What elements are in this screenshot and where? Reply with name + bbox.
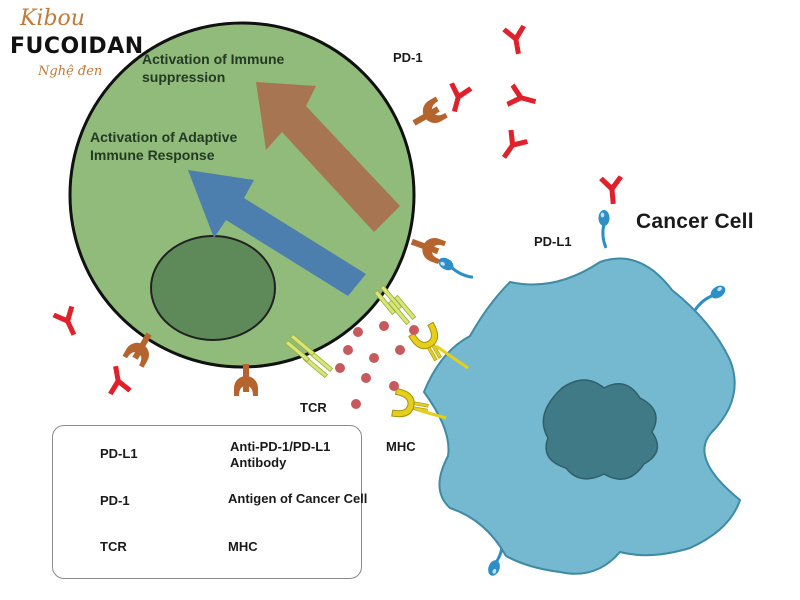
antibody: [442, 81, 474, 115]
pdl1-ligand: [688, 281, 730, 316]
antigen-dot: [369, 353, 379, 363]
antigen-dot: [379, 321, 389, 331]
antibody: [598, 175, 626, 205]
antibody: [51, 304, 85, 340]
antigens: [335, 321, 419, 409]
antigen-dot: [335, 363, 345, 373]
label-pdl1: PD-L1: [534, 234, 572, 249]
callout-immune-suppression: Activation of Immune suppression: [142, 51, 285, 85]
t-cell-nucleus: [150, 235, 276, 341]
antibody: [494, 127, 530, 165]
legend-label-antigen: Antigen of Cancer Cell: [228, 491, 368, 506]
legend-label-pd1: PD-1: [100, 493, 130, 508]
legend-label-mhc: MHC: [228, 539, 258, 554]
antibody: [505, 82, 539, 114]
pdl1-ligand: [434, 253, 477, 286]
label-cancer-cell: Cancer Cell: [636, 210, 754, 233]
arrow-adaptive-response: [188, 170, 366, 296]
label-pd1: PD-1: [393, 50, 423, 65]
logo-tagline: Nghệ đen: [38, 64, 103, 79]
callout-adaptive-response: Activation of Adaptive Immune Response: [90, 129, 238, 163]
pd1-receptor: [234, 364, 258, 396]
antigen-dot: [343, 345, 353, 355]
pd1-receptor: [408, 96, 448, 134]
antigen-dot: [395, 345, 405, 355]
label-tcr: TCR: [300, 400, 327, 415]
legend-label-antibody: Anti-PD-1/PD-L1 Antibody: [230, 439, 331, 470]
antigen-dot: [409, 325, 419, 335]
antigen-dot: [351, 399, 361, 409]
legend: [52, 425, 362, 579]
brand-logo: Kibou FUCOIDAN Nghệ đen: [6, 6, 156, 86]
label-mhc: MHC: [386, 439, 416, 454]
antigen-dot: [361, 373, 371, 383]
cancer-cell: [422, 208, 742, 579]
pdl1-ligand: [597, 208, 611, 250]
logo-script-line: Kibou: [20, 6, 85, 31]
legend-label-tcr: TCR: [100, 539, 127, 554]
logo-wordmark: FUCOIDAN: [10, 34, 144, 59]
antigen-dot: [389, 381, 399, 391]
antibody: [103, 364, 133, 396]
antigen-dot: [353, 327, 363, 337]
legend-label-pdl1: PD-L1: [100, 446, 138, 461]
antibody: [501, 24, 531, 56]
arrow-immune-suppression: [256, 82, 400, 232]
t-cell: [68, 21, 416, 369]
cancer-cell-nucleus: [542, 379, 659, 480]
